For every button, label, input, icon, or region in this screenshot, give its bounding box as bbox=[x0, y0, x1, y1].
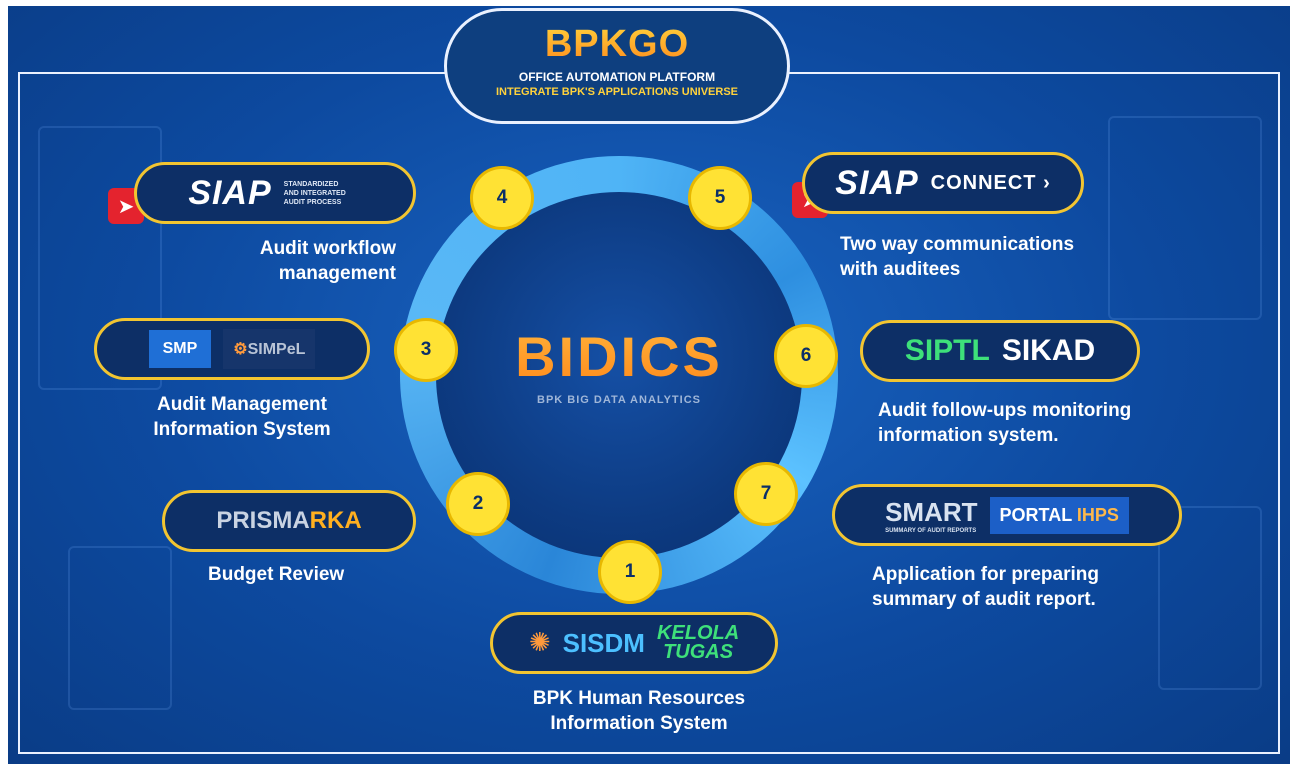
siap-description: Audit workflow management bbox=[218, 236, 396, 286]
smp-simpel-badge: SMP ⚙SIMPeL bbox=[94, 318, 370, 380]
smp-description: Audit Management Information System bbox=[122, 392, 362, 442]
siap-badge: SIAP STANDARDIZED AND INTEGRATED AUDIT P… bbox=[134, 162, 416, 224]
sisdm-description: BPK Human Resources Information System bbox=[494, 686, 784, 736]
rka-text: RKA bbox=[309, 507, 362, 534]
node-2: 2 bbox=[446, 472, 510, 536]
siap-tagline: STANDARDIZED AND INTEGRATED AUDIT PROCES… bbox=[284, 180, 362, 207]
gear-ring-icon: ⚙ bbox=[233, 341, 248, 358]
siap-tagline-line: AUDIT PROCESS bbox=[283, 198, 342, 206]
prisma-desc-line: Budget Review bbox=[208, 564, 345, 585]
siap-logo: SIAP bbox=[188, 173, 272, 212]
sikad-logo: SIKAD bbox=[1001, 334, 1096, 367]
siptl-desc-line: Audit follow-ups monitoring bbox=[878, 400, 1132, 421]
siptl-sikad-badge: SIPTL SIKAD bbox=[860, 320, 1140, 382]
sisdm-desc-line: BPK Human Resources bbox=[532, 688, 746, 709]
connect-label: CONNECT › bbox=[930, 171, 1051, 194]
ihps-text: IHPS bbox=[1076, 504, 1119, 525]
siap-connect-desc-line: with auditees bbox=[840, 259, 961, 280]
siap-connect-description: Two way communications with auditees bbox=[840, 232, 1170, 282]
simpel-logo: ⚙SIMPeL bbox=[223, 329, 316, 369]
node-1: 1 bbox=[598, 540, 662, 604]
header-subtitle: OFFICE AUTOMATION PLATFORM bbox=[518, 70, 716, 84]
smart-text: SMART bbox=[885, 496, 978, 527]
node-4: 4 bbox=[470, 166, 534, 230]
gear-ring-icon: ✺ bbox=[528, 628, 551, 658]
prisma-rka-badge: PRISMA RKA bbox=[162, 490, 416, 552]
smart-tagline: SUMMARY OF AUDIT REPORTS bbox=[885, 527, 977, 534]
siap-desc-line: Audit workflow bbox=[259, 238, 396, 259]
circuit-decoration bbox=[68, 546, 172, 710]
smp-desc-line: Audit Management bbox=[157, 394, 327, 415]
bidics-logo: BIDICS bbox=[444, 324, 794, 389]
node-5: 5 bbox=[688, 166, 752, 230]
kelola-text: KELOLA bbox=[656, 622, 740, 644]
infographic-canvas: BPKGO OFFICE AUTOMATION PLATFORM INTEGRA… bbox=[8, 6, 1290, 764]
siptl-desc-line: information system. bbox=[878, 425, 1059, 446]
node-3: 3 bbox=[394, 318, 458, 382]
node-6: 6 bbox=[774, 324, 838, 388]
circuit-decoration bbox=[38, 126, 162, 390]
siap-connect-desc-line: Two way communications bbox=[840, 234, 1075, 255]
smart-logo: SMART SUMMARY OF AUDIT REPORTS bbox=[885, 497, 977, 534]
portal-ihps-logo: PORTAL IHPS bbox=[989, 496, 1129, 534]
siptl-description: Audit follow-ups monitoring information … bbox=[878, 398, 1218, 448]
siap-connect-badge: SIAP CONNECT › bbox=[802, 152, 1084, 214]
portal-text: PORTAL bbox=[999, 504, 1072, 525]
smart-desc-line: summary of audit report. bbox=[872, 589, 1096, 610]
kelola-tugas-logo: KELOLA TUGAS bbox=[656, 622, 740, 663]
prisma-description: Budget Review bbox=[208, 562, 408, 587]
smart-desc-line: Application for preparing bbox=[872, 564, 1099, 585]
circuit-decoration bbox=[1158, 506, 1262, 690]
smart-description: Application for preparing summary of aud… bbox=[872, 562, 1192, 612]
bpkgo-logo: BPKGO bbox=[447, 23, 787, 66]
header-tagline: INTEGRATE BPK'S APPLICATIONS UNIVERSE bbox=[496, 86, 738, 98]
bidics-subtitle: BPK BIG DATA ANALYTICS bbox=[537, 394, 701, 406]
sisdm-desc-line: Information System bbox=[550, 713, 728, 734]
smp-desc-line: Information System bbox=[153, 419, 331, 440]
prisma-text: PRISMA bbox=[216, 507, 310, 534]
siap-tagline-line: AND INTEGRATED bbox=[283, 189, 346, 197]
siap-desc-line: management bbox=[278, 263, 396, 284]
node-7: 7 bbox=[734, 462, 798, 526]
circuit-decoration bbox=[1108, 116, 1262, 320]
simpel-text: SIMPeL bbox=[247, 341, 306, 358]
prisma-rka-logo: PRISMA RKA bbox=[216, 507, 361, 535]
sisdm-badge: ✺ SISDM KELOLA TUGAS bbox=[490, 612, 778, 674]
siptl-logo: SIPTL bbox=[904, 334, 990, 367]
sisdm-logo: SISDM bbox=[562, 627, 645, 658]
header-badge: BPKGO OFFICE AUTOMATION PLATFORM INTEGRA… bbox=[444, 8, 790, 124]
tugas-text: TUGAS bbox=[663, 641, 734, 663]
siap-connect-logo: SIAP bbox=[835, 163, 919, 202]
smp-logo: SMP bbox=[148, 330, 212, 368]
smart-portal-badge: SMART SUMMARY OF AUDIT REPORTS PORTAL IH… bbox=[832, 484, 1182, 546]
siap-tagline-line: STANDARDIZED bbox=[283, 180, 339, 188]
